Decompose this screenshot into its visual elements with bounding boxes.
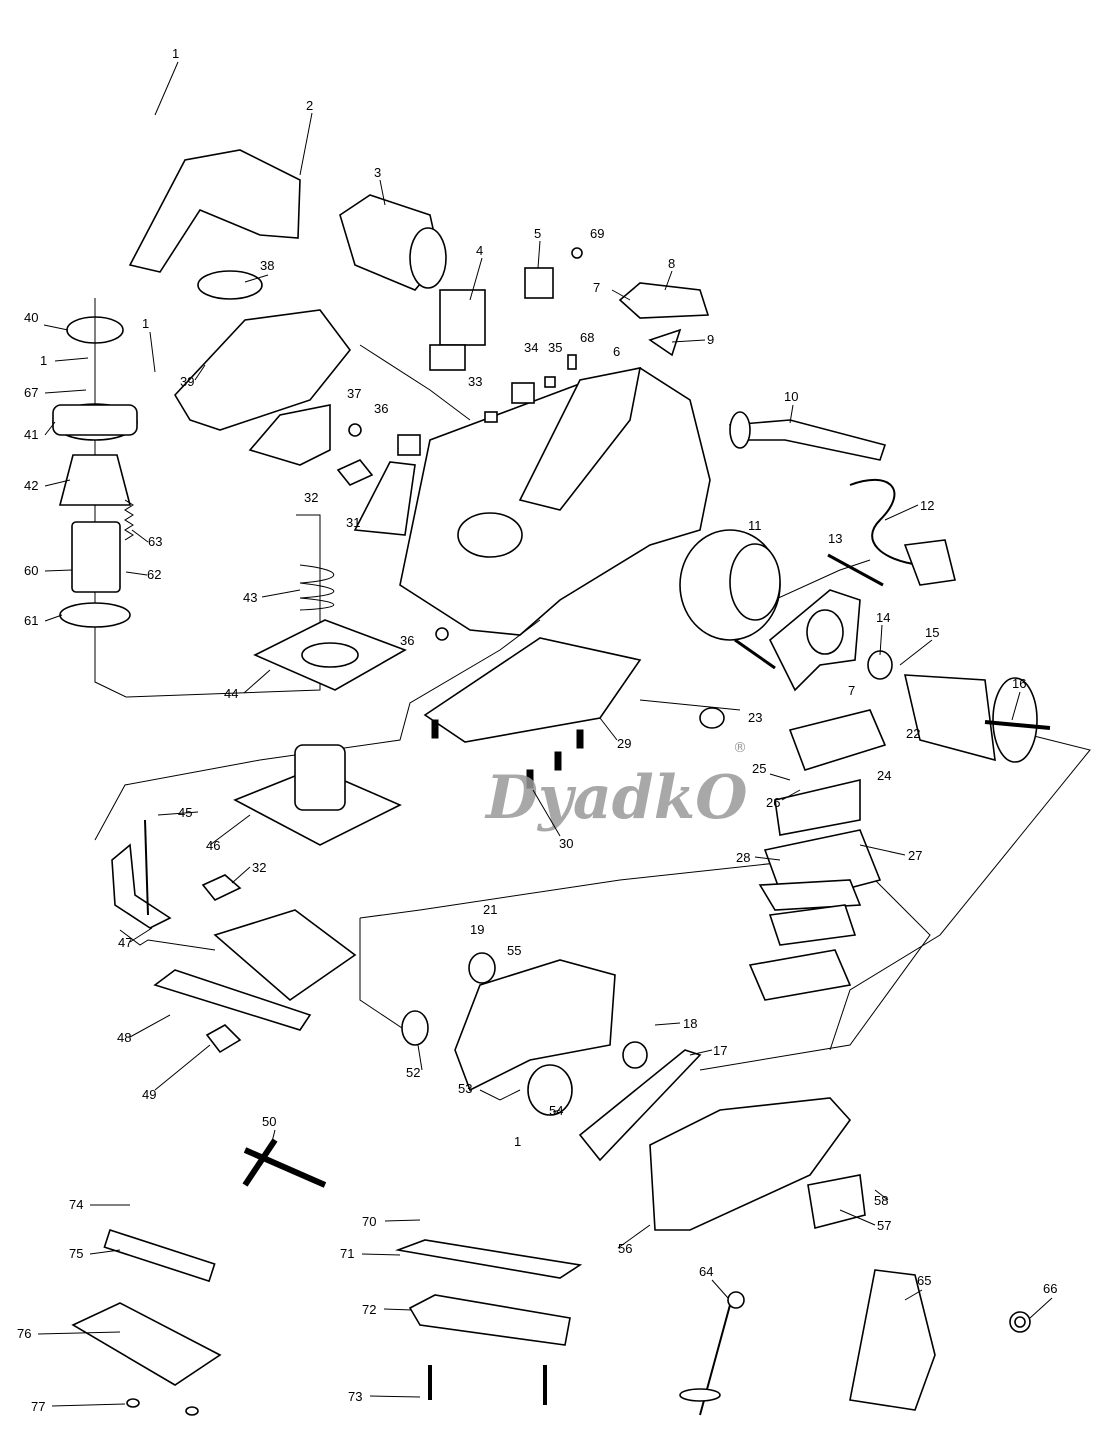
part-label: 32 [252, 860, 266, 875]
part-label: 7 [593, 280, 600, 295]
part-label: 40 [24, 310, 38, 325]
part-label: 27 [908, 848, 922, 863]
part-label: 74 [69, 1197, 83, 1212]
part-label: 1 [172, 46, 179, 61]
part-label: 9 [707, 332, 714, 347]
part-label: 32 [304, 490, 318, 505]
part-label: 38 [260, 258, 274, 273]
part-label: 8 [668, 256, 675, 271]
part-label: 18 [683, 1016, 697, 1031]
part-label: 28 [736, 850, 750, 865]
part-label: 1 [40, 353, 47, 368]
part-label: 44 [224, 686, 238, 701]
svg-text:®: ® [733, 740, 747, 756]
part-label: 12 [920, 498, 934, 513]
watermark: DyadkO ® [484, 740, 748, 833]
part-label: 57 [877, 1218, 891, 1233]
part-label: 11 [748, 518, 762, 533]
part-label: 58 [874, 1193, 888, 1208]
part-labels: 1 2 3 4 5 69 8 7 9 38 40 1 67 41 42 60 6… [17, 46, 1057, 1414]
part-label: 50 [262, 1114, 276, 1129]
part-label: 55 [507, 943, 521, 958]
part-label: 46 [206, 838, 220, 853]
part-label: 5 [534, 226, 541, 241]
part-label: 36 [400, 633, 414, 648]
part-label: 36 [374, 401, 388, 416]
part-label: 10 [784, 389, 798, 404]
part-label: 17 [713, 1043, 727, 1058]
part-label: 69 [590, 226, 604, 241]
part-label: 53 [458, 1081, 472, 1096]
part-label: 30 [559, 836, 573, 851]
part-label: 67 [24, 385, 38, 400]
part-label: 6 [613, 344, 620, 359]
part-label: 1 [142, 316, 149, 331]
part-label: 23 [748, 710, 762, 725]
part-label: 29 [617, 736, 631, 751]
part-label: 16 [1012, 676, 1026, 691]
part-label: 31 [346, 515, 360, 530]
part-rear-cover [128, 149, 301, 273]
part-label: 47 [118, 935, 132, 950]
part-label: 54 [549, 1103, 563, 1118]
part-label: 75 [69, 1246, 83, 1261]
part-label: 3 [374, 165, 381, 180]
part-label: 49 [142, 1087, 156, 1102]
part-label: 63 [148, 534, 162, 549]
part-label: 68 [580, 330, 594, 345]
part-label: 34 [524, 340, 538, 355]
part-label: 41 [24, 427, 38, 442]
part-label: 25 [752, 761, 766, 776]
part-label: 35 [548, 340, 562, 355]
part-label: 14 [876, 610, 890, 625]
part-38 [197, 270, 263, 300]
part-label: 71 [340, 1246, 354, 1261]
part-label: 66 [1043, 1281, 1057, 1296]
part-label: 1 [514, 1134, 521, 1149]
part-label: 73 [348, 1389, 362, 1404]
leader-lines [37, 61, 1053, 1407]
part-label: 4 [476, 243, 483, 258]
part-label: 72 [362, 1302, 376, 1317]
part-label: 39 [180, 374, 194, 389]
part-label: 19 [470, 922, 484, 937]
part-label: 70 [362, 1214, 376, 1229]
part-label: 21 [483, 902, 497, 917]
part-label: 15 [925, 625, 939, 640]
part-label: 48 [117, 1030, 131, 1045]
part-label: 56 [618, 1241, 632, 1256]
svg-text:DyadkO: DyadkO [484, 763, 748, 833]
part-label: 37 [347, 386, 361, 401]
part-label: 77 [31, 1399, 45, 1414]
part-label: 33 [468, 374, 482, 389]
part-label: 13 [828, 531, 842, 546]
part-label: 61 [24, 613, 38, 628]
part-shapes [52, 149, 1051, 1416]
part-label: 76 [17, 1326, 31, 1341]
part-39-cover [174, 309, 352, 431]
part-label: 7 [848, 683, 855, 698]
part-label: 43 [243, 590, 257, 605]
part-label: 52 [406, 1065, 420, 1080]
part-label: 2 [306, 98, 313, 113]
part-label: 42 [24, 478, 38, 493]
part-label: 24 [877, 768, 891, 783]
part-label: 64 [699, 1264, 713, 1279]
part-label: 60 [24, 563, 38, 578]
part-label: 22 [906, 726, 920, 741]
part-label: 62 [147, 567, 161, 582]
part-label: 65 [917, 1273, 931, 1288]
part-label: 26 [766, 795, 780, 810]
